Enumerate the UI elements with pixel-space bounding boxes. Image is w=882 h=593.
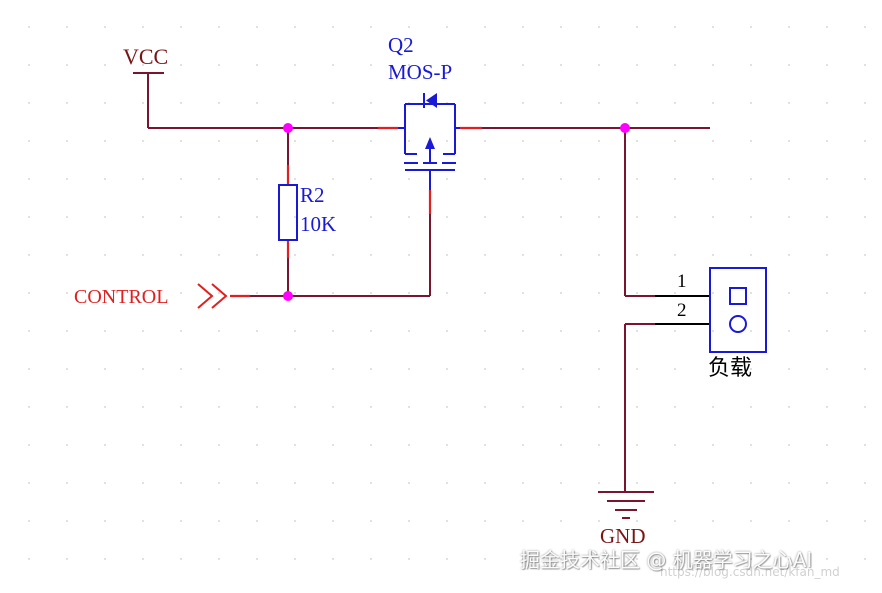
connector-pin2-number: 2 (677, 300, 687, 321)
resistor-value: 10K (300, 212, 337, 236)
connector-name: 负载 (708, 356, 753, 381)
junction-output (620, 123, 630, 133)
control-label: CONTROL (74, 286, 169, 308)
mosfet-body-diode (426, 93, 437, 108)
connector-pin1-number: 1 (677, 271, 687, 292)
mosfet-q2 (398, 93, 460, 190)
mosfet-type: MOS-P (388, 60, 453, 84)
watermark-main: 掘金技术社区 @ 机器学习之心AI (520, 548, 813, 572)
watermark-faint: https://blog.csdn.net/kfan_md (660, 565, 840, 579)
connector-pin1-pad (729, 287, 747, 305)
resistor-r2 (278, 184, 298, 241)
control-port-arrow (197, 283, 228, 309)
pin-tips (230, 126, 482, 298)
junction-vcc-r2 (283, 123, 293, 133)
junctions (283, 123, 630, 301)
resistor-designator: R2 (300, 183, 325, 207)
vcc-symbol (133, 72, 164, 128)
gnd-symbol (598, 491, 654, 519)
mosfet-channel-arrow (425, 137, 435, 149)
load-connector (655, 267, 767, 353)
gnd-label: GND (600, 524, 646, 548)
junction-control-r2 (283, 291, 293, 301)
mosfet-designator: Q2 (388, 33, 414, 57)
connector-pin2-pad (729, 315, 747, 333)
vcc-label: VCC (123, 44, 169, 69)
